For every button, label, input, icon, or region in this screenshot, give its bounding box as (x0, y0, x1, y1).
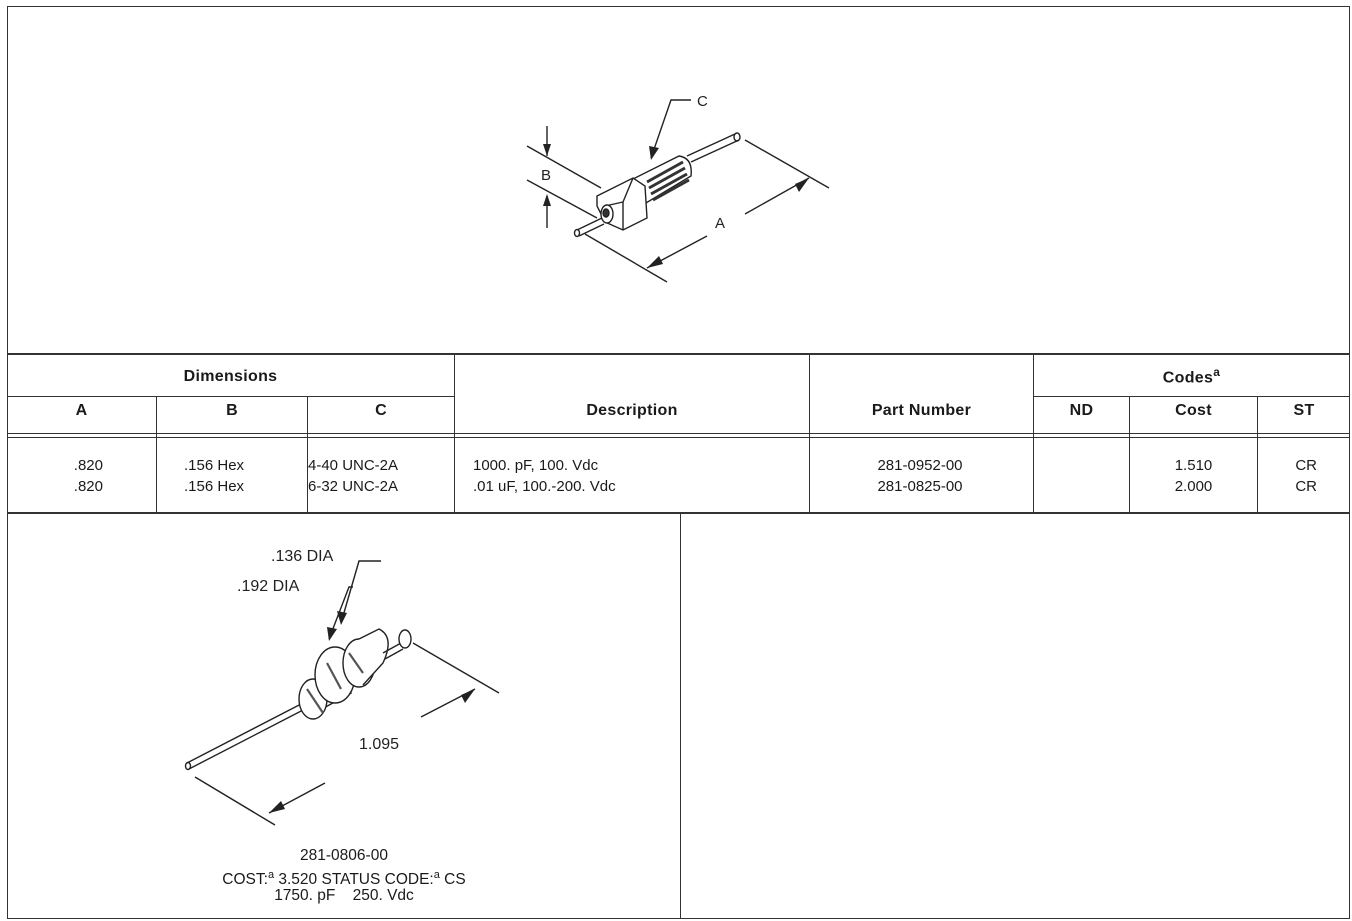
status-code-label: STATUS CODE: (321, 871, 434, 889)
length-dimension-label: 1.095 (359, 736, 399, 753)
cell-a: .820 (73, 457, 103, 474)
cell-description: 1000. pF, 100. Vdc (473, 457, 599, 474)
feedthrough-capacitor-drawing: B A C (7, 6, 1350, 354)
dim-136-dia-label: .136 DIA (271, 548, 334, 565)
parts-table: Dimensions Codesa A B C Description Part… (7, 353, 1350, 514)
status-footnote-marker: a (433, 869, 440, 881)
cell-st: CR (1295, 457, 1317, 474)
dimensions-group-header: Dimensions (183, 368, 278, 385)
codes-group-header: Codesa (1033, 365, 1350, 387)
dim-b-label: B (541, 167, 551, 184)
column-header-part-number: Part Number (871, 402, 972, 419)
cost-label: COST: (222, 871, 268, 889)
caption-part-number: 281-0806-00 (300, 847, 388, 864)
dim-c-label: C (697, 93, 708, 110)
cost-value: 3.520 (278, 871, 318, 889)
cell-cost: 2.000 (1174, 478, 1213, 495)
disc-capacitor-illustration: .136 DIA .192 DIA 1.095 (184, 548, 500, 826)
column-header-a: A (75, 402, 88, 419)
caption-ratings: 1750. pF 250. Vdc (7, 886, 681, 905)
cell-b: .156 Hex (184, 457, 245, 474)
cell-part-number: 281-0825-00 (877, 478, 963, 495)
codes-header-text: Codes (1162, 369, 1214, 387)
cell-a: .820 (73, 478, 103, 495)
column-header-b: B (226, 402, 238, 419)
cell-cost: 1.510 (1174, 457, 1213, 474)
dim-a-label: A (715, 215, 725, 232)
codes-footnote-marker: a (1213, 365, 1221, 379)
cell-c: 4-40 UNC-2A (308, 457, 399, 474)
voltage-rating: 250. Vdc (352, 887, 414, 904)
cell-st: CR (1295, 478, 1317, 495)
column-header-st: ST (1293, 402, 1315, 419)
column-header-c: C (375, 402, 387, 419)
dim-192-dia-label: .192 DIA (237, 578, 300, 595)
cell-part-number: 281-0952-00 (877, 457, 963, 474)
capacitance-value: 1750. pF (274, 887, 336, 904)
cost-footnote-marker: a (267, 869, 275, 881)
cell-description: .01 uF, 100.-200. Vdc (473, 478, 616, 495)
cell-b: .156 Hex (184, 478, 245, 495)
page-frame (7, 6, 1350, 919)
column-header-description: Description (586, 402, 678, 419)
capacitor-281-0806-00-panel: .136 DIA .192 DIA 1.095 281-0806-00 COST… (7, 513, 681, 919)
hex-capacitor-illustration: B A C (526, 93, 830, 283)
caption-cost-status: COST:a 3.520 STATUS CODE:a CS (7, 866, 681, 889)
column-header-cost: Cost (1175, 402, 1212, 419)
column-header-nd: ND (1069, 402, 1094, 419)
status-code-value: CS (444, 871, 466, 889)
cell-c: 6-32 UNC-2A (308, 478, 399, 495)
